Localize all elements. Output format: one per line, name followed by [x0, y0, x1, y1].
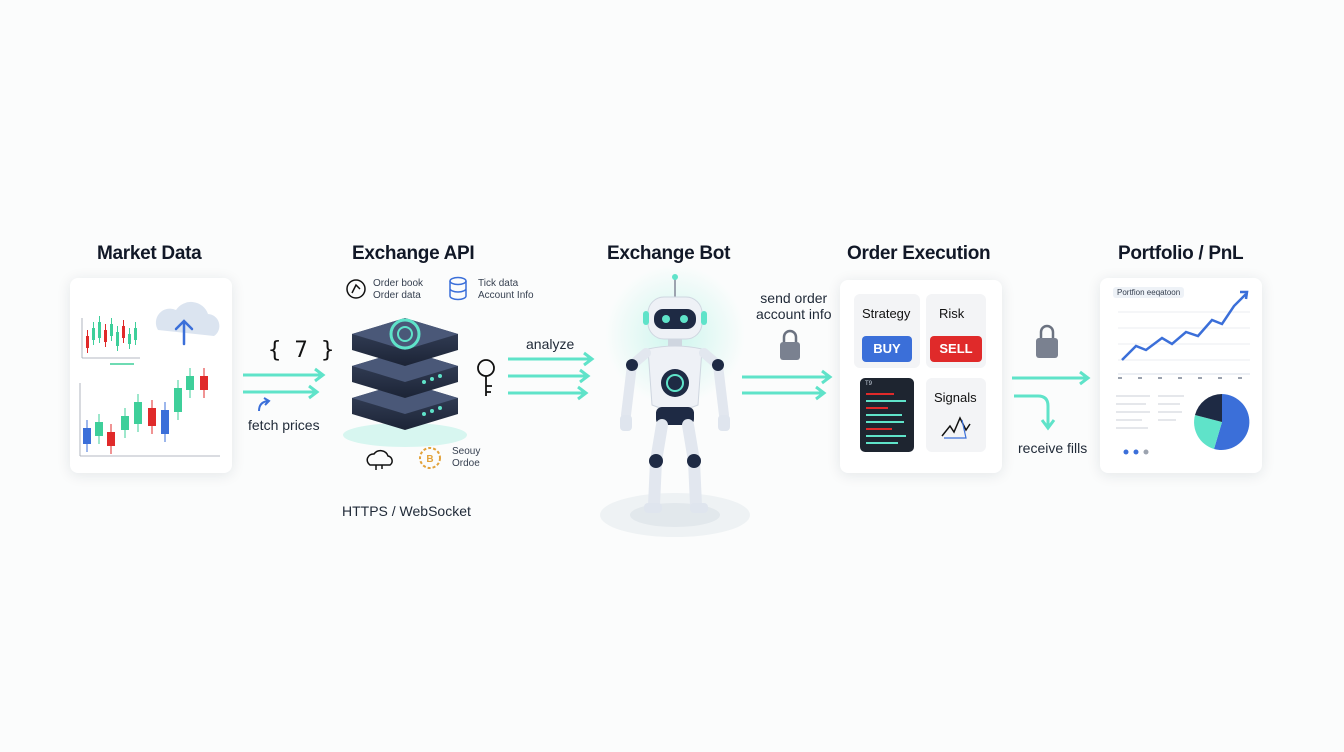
portfolio-line-chart [1116, 290, 1250, 455]
strategy-panel: Strategy BUY [854, 294, 920, 368]
order-execution-card: Strategy BUY Risk SELL T9 Signals [840, 280, 1002, 473]
signal-wave-icon [941, 416, 971, 439]
market-data-title: Market Data [97, 243, 202, 264]
order-book-legend: Order book Order data [373, 278, 424, 301]
receive-fills-label: receive fills [1018, 440, 1088, 456]
fetch-prices-label: fetch prices [248, 417, 320, 433]
flow-arrow-market-to-api [243, 367, 326, 400]
flow-arrow-order-to-portfolio [1012, 370, 1091, 431]
risk-panel: Risk SELL [926, 294, 986, 368]
cloud-upload-icon [155, 301, 220, 346]
key-icon [477, 359, 495, 396]
server-stack-icon [343, 318, 467, 447]
allocation-pie-chart [1194, 394, 1250, 450]
strategy-label: Strategy [862, 306, 911, 321]
flow-arrow-api-to-bot [508, 351, 595, 401]
portfolio-card: Portfion eeqatoon [1100, 278, 1262, 473]
portfolio-title: Portfolio / PnL [1118, 243, 1244, 264]
lock-icon [780, 329, 800, 360]
buy-button[interactable]: BUY [862, 336, 912, 362]
exchange-bot-title: Exchange Bot [607, 243, 731, 264]
risk-label: Risk [939, 306, 965, 321]
exchange-api-title: Exchange API [352, 243, 475, 264]
portfolio-chart-caption: Portfion eeqatoon [1113, 287, 1185, 298]
lock-icon-2 [1036, 324, 1058, 358]
signals-panel: Signals [926, 378, 986, 452]
curved-arrow-icon [258, 397, 271, 412]
flow-arrow-bot-to-order [742, 369, 833, 401]
order-log-lines [866, 393, 906, 444]
database-icon [449, 276, 467, 301]
order-execution-title: Order Execution [847, 243, 991, 264]
signals-label: Signals [934, 390, 977, 405]
security-order-legend: Seouy Ordoe [452, 446, 481, 469]
cloud-icon [366, 450, 393, 470]
order-book-icon [346, 279, 366, 299]
analyze-label: analyze [526, 336, 575, 352]
sell-button[interactable]: SELL [930, 336, 982, 362]
protocol-label: HTTPS / WebSocket [342, 503, 471, 519]
tick-data-legend: Tick data Account Info [478, 278, 534, 301]
order-log-panel: T9 [860, 378, 914, 452]
code-braces-icon: { 7 } [268, 338, 335, 363]
candlestick-chart-icon [79, 301, 220, 457]
send-order-label: send order account info [756, 290, 832, 322]
svg-text:B: B [426, 454, 433, 465]
order-log-header: T9 [865, 381, 873, 387]
security-badge-icon: B [419, 447, 441, 469]
robot-icon [600, 265, 750, 537]
market-data-card [70, 278, 232, 473]
